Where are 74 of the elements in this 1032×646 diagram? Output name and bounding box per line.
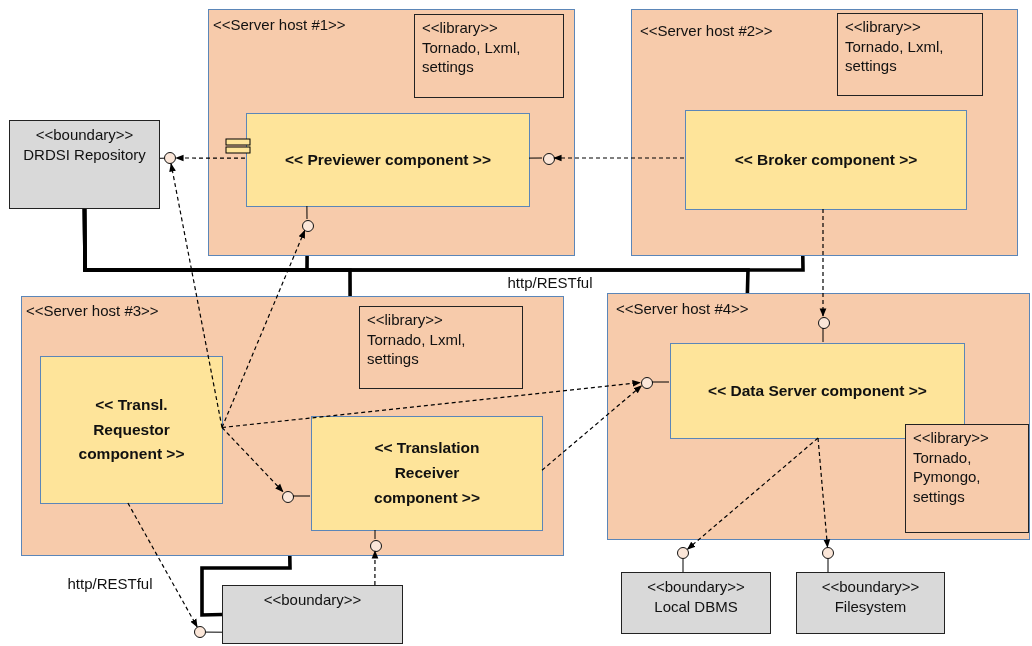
dependency-arrow [819, 208, 827, 317]
server-host-box [208, 9, 575, 256]
dependency-arrow [221, 426, 284, 493]
dependency-arrow [221, 229, 306, 429]
interface-stem [205, 631, 223, 633]
library-list: Tornado, Lxml, settings [422, 37, 556, 77]
host-label: <<Server host #1>> [213, 16, 346, 33]
interface-circle [282, 491, 294, 503]
dependency-arrow [127, 502, 198, 628]
boundary-name: Filesystem [834, 596, 907, 616]
component-box [685, 110, 967, 210]
interface-stem [159, 157, 165, 159]
interface-circle [164, 152, 176, 164]
server-host-box [21, 296, 564, 556]
interface-circle [822, 547, 834, 559]
network-line [82, 209, 750, 294]
dependency-arrow [169, 163, 223, 429]
library-box [414, 14, 564, 98]
interface-circle [302, 220, 314, 232]
component-name: << Translation Receiver component >> [373, 438, 481, 508]
dependency-arrow [371, 550, 379, 586]
stereotype-label: <<library>> [913, 428, 990, 448]
interface-circle [194, 626, 206, 638]
stereotype-label: <<boundary>> [263, 590, 362, 610]
host-label: <<Server host #3>> [26, 302, 159, 319]
dependency-arrow [686, 437, 819, 550]
interface-stem [292, 495, 311, 497]
boundary-box [796, 572, 945, 634]
interface-stem [822, 327, 824, 343]
component-name: << Data Server component >> [708, 380, 927, 401]
component-box [311, 416, 543, 531]
interface-circle [370, 540, 382, 552]
interface-stem [682, 558, 684, 573]
interface-stem [651, 381, 670, 383]
stereotype-label: <<library>> [422, 18, 499, 38]
network-line [200, 555, 292, 617]
stereotype-label: <<boundary>> [35, 125, 134, 145]
library-list: Tornado, Lxml, settings [367, 329, 515, 369]
component-box [40, 356, 223, 504]
interface-circle [641, 377, 653, 389]
interface-stem [827, 558, 829, 573]
interface-circle [543, 153, 555, 165]
component-box [246, 113, 530, 207]
library-list: Tornado, Pymongo, settings [913, 447, 1021, 506]
component-name: << Transl. Requestor component >> [77, 394, 186, 465]
host-label: <<Server host #4>> [616, 300, 749, 317]
library-box [837, 13, 983, 96]
dependency-arrow [175, 154, 246, 162]
dependency-arrow [817, 437, 831, 548]
boundary-box [621, 572, 771, 634]
boundary-box [222, 585, 403, 644]
interface-stem [374, 529, 376, 540]
server-host-box [607, 293, 1030, 540]
dependency-arrow [553, 154, 685, 162]
boundary-name: DRDSI Repository [23, 144, 146, 164]
stereotype-label: <<boundary>> [821, 577, 920, 597]
interface-circle [818, 317, 830, 329]
boundary-name: Local DBMS [654, 596, 738, 616]
component-name: << Previewer component >> [285, 149, 491, 170]
dependency-arrow [221, 380, 641, 429]
interface-stem [306, 205, 308, 220]
stereotype-label: <<boundary>> [647, 577, 745, 597]
interface-stem [528, 157, 543, 159]
stereotype-label: <<library>> [367, 310, 444, 330]
library-list: Tornado, Lxml, settings [845, 36, 975, 76]
host-label: <<Server host #2>> [640, 22, 773, 39]
dependency-arrow [541, 385, 643, 471]
server-host-box [631, 9, 1018, 256]
interface-circle [677, 547, 689, 559]
library-box [905, 424, 1029, 533]
stereotype-label: <<library>> [845, 17, 922, 37]
library-box [359, 306, 523, 389]
component-name: << Broker component >> [734, 149, 918, 170]
boundary-box [9, 120, 160, 209]
